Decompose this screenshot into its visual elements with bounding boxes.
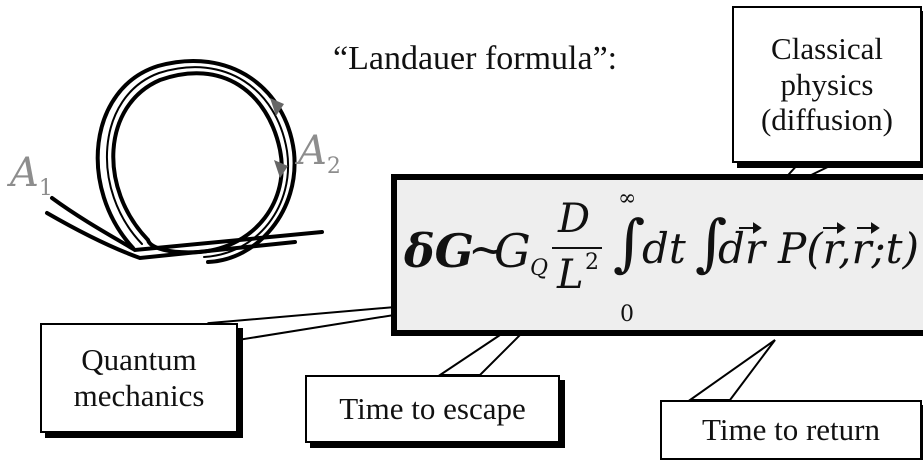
callout-classical-physics: Classical physics (diffusion)	[732, 6, 922, 163]
callout-quantum-mechanics: Quantum mechanics	[40, 323, 238, 433]
formula-denominator: L	[557, 252, 584, 298]
formula-integral-1: ∫	[613, 206, 646, 279]
label-a1: A1	[10, 150, 53, 201]
formula-den-power: 2	[585, 250, 599, 275]
formula-dr: dr	[718, 224, 765, 273]
formula-box	[391, 174, 923, 336]
formula-tilde: ~	[468, 222, 507, 276]
arrow-icon	[270, 98, 284, 116]
formula-delta-g: δG	[404, 224, 474, 278]
arrow-icon	[274, 160, 288, 178]
fraction-bar	[552, 247, 602, 249]
loop-trajectory	[45, 59, 324, 264]
formula-upper-limit: ∞	[618, 186, 637, 211]
formula-integral-2: ∫	[695, 206, 728, 279]
label-a2: A2	[298, 128, 341, 179]
formula-gq-sub: Q	[530, 256, 549, 281]
formula-gq: G	[494, 224, 531, 278]
formula-dt: dt	[642, 224, 686, 273]
formula-prob: P(r,r;t)	[778, 224, 919, 273]
formula-numerator: D	[558, 196, 591, 242]
page-title: “Landauer formula”:	[333, 40, 618, 77]
callout-time-to-return: Time to return	[660, 400, 922, 460]
callout-time-to-escape: Time to escape	[305, 375, 560, 443]
formula-lower-limit: 0	[620, 302, 634, 327]
